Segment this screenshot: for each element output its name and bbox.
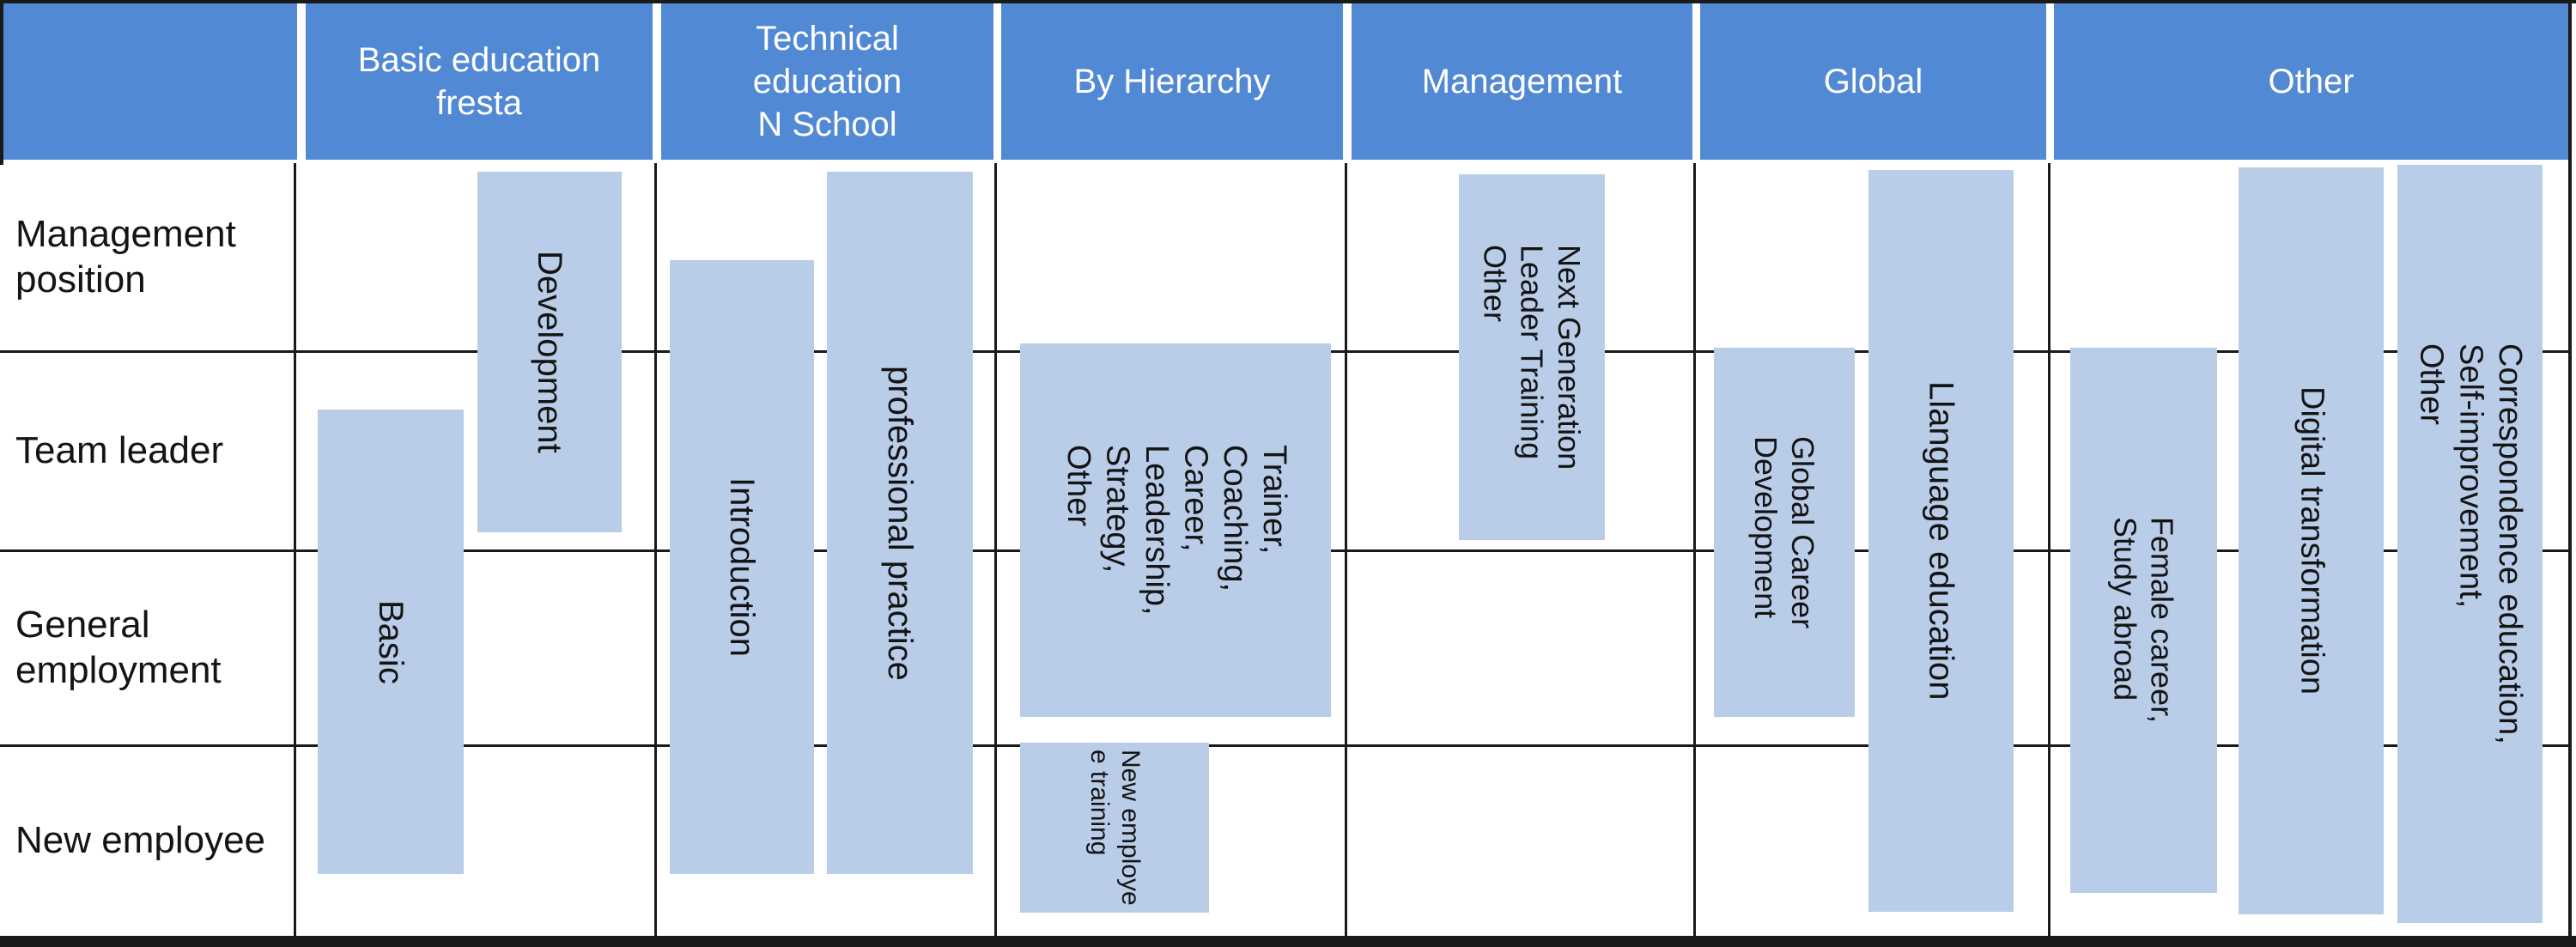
bottom-border	[0, 936, 2576, 947]
right-border	[2568, 0, 2572, 938]
bar-new-employee-training: New employe e training	[1020, 743, 1209, 913]
bar-next-generation-leader-training: Next Generation Leader Training Other	[1459, 174, 1605, 540]
row-label-management-position: Management position	[15, 212, 236, 300]
row-label-team-leader: Team leader	[15, 428, 224, 471]
bar-label-global-career-development: Global Career Development	[1748, 435, 1821, 629]
bar-digital-transformation: Digital transformation	[2239, 167, 2384, 914]
bar-label-new-employee-training: New employe e training	[1085, 750, 1145, 906]
bar-correspondence-education: Correspondence education, Self-improveme…	[2397, 165, 2543, 923]
column-header-technical-education: Technical education N School	[661, 3, 993, 160]
row-label-new-employee: New employee	[15, 818, 266, 861]
bar-global-career-development: Global Career Development	[1714, 348, 1855, 717]
bar-label-professional-practice: professional practice	[881, 365, 919, 681]
bar-hierarchy-programs: Trainer, Coaching, Career, Leadership, S…	[1020, 343, 1331, 717]
bar-label-language-education: Llanguage education	[1922, 381, 1960, 701]
bar-language-education: Llanguage education	[1868, 170, 2014, 912]
top-border	[0, 0, 2576, 3]
bar-label-female-career-study-abroad: Female career, Study abroad	[2107, 517, 2180, 724]
left-border	[0, 0, 3, 165]
bar-label-development: Development	[531, 251, 568, 453]
column-header-by-hierarchy: By Hierarchy	[1001, 3, 1343, 160]
bar-label-basic: Basic	[372, 599, 410, 684]
column-header-global: Global	[1700, 3, 2046, 160]
bar-basic: Basic	[318, 410, 464, 874]
bar-label-digital-transformation: Digital transformation	[2293, 386, 2330, 695]
bar-development: Development	[477, 172, 622, 532]
column-header-basic-education: Basic education fresta	[306, 3, 653, 160]
bar-label-next-generation-leader-training: Next Generation Leader Training Other	[1477, 244, 1587, 470]
bar-label-hierarchy-programs: Trainer, Coaching, Career, Leadership, S…	[1060, 445, 1292, 616]
row-label-general-employment: General employment	[15, 603, 222, 691]
column-header-management: Management	[1352, 3, 1692, 160]
column-header-corner	[3, 3, 297, 160]
grid-horizontal-line	[0, 744, 2571, 747]
bar-professional-practice: professional practice	[827, 172, 973, 874]
bar-label-correspondence-education: Correspondence education, Self-improveme…	[2413, 343, 2528, 744]
column-header-other: Other	[2054, 3, 2568, 160]
bar-introduction: Introduction	[670, 260, 814, 874]
bar-female-career-study-abroad: Female career, Study abroad	[2070, 348, 2217, 893]
bar-label-introduction: Introduction	[723, 477, 761, 658]
